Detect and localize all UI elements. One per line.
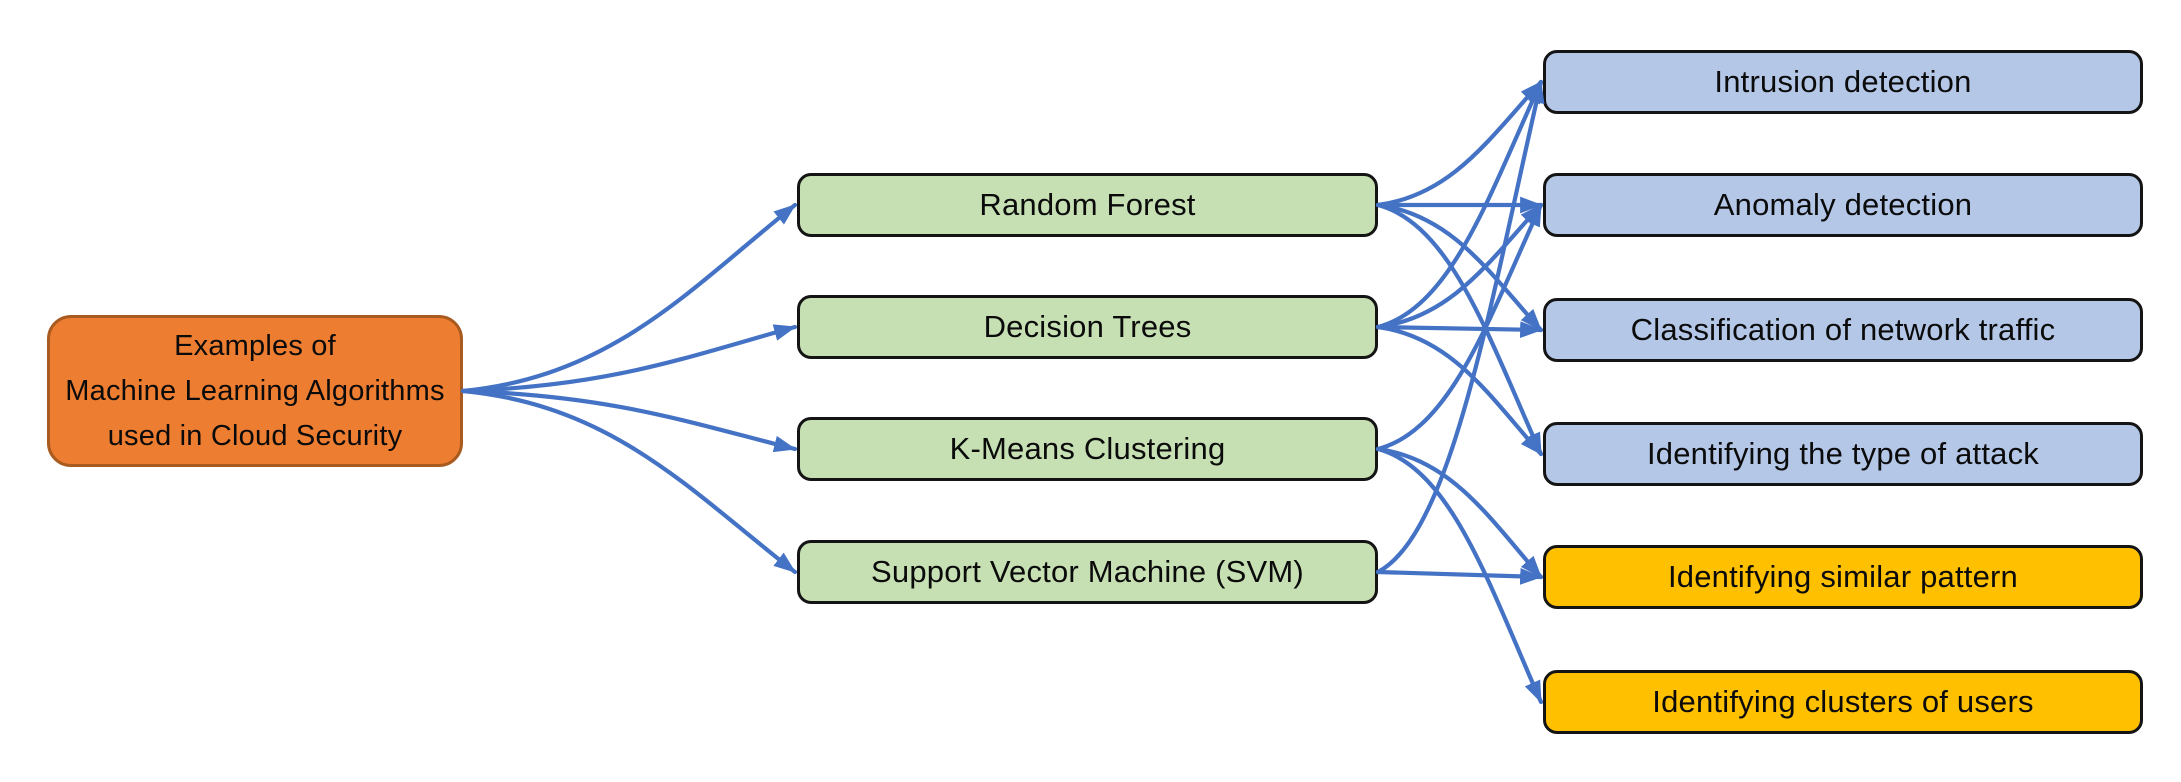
root-node-ml-algorithms: Examples of Machine Learning Algorithms … [47,315,463,467]
application-node-classification-network-traffic: Classification of network traffic [1543,298,2143,362]
application-label: Identifying the type of attack [1646,436,2040,471]
algorithm-node-svm: Support Vector Machine (SVM) [797,540,1378,604]
application-node-identifying-clusters-of-users: Identifying clusters of users [1543,670,2143,734]
algorithm-label: K-Means Clustering [949,431,1226,466]
connector-arrow-km-to-icu [1375,446,1544,705]
connector-arrow-svm-to-isp [1375,567,1544,585]
connector-arrow-root-to-km [460,388,798,453]
root-node-line3: used in Cloud Security [107,419,403,452]
algorithm-node-kmeans-clustering: K-Means Clustering [797,417,1378,481]
connector-arrow-km-to-isp [1375,446,1544,580]
connector-arrow-rf-to-ita [1375,202,1544,457]
application-node-identifying-similar-pattern: Identifying similar pattern [1543,545,2143,609]
application-label: Intrusion detection [1714,64,1972,99]
connector-arrow-dt-to-id [1375,79,1544,330]
connector-arrow-root-to-rf [460,202,798,394]
algorithm-label: Support Vector Machine (SVM) [871,554,1304,589]
connector-arrow-dt-to-ad [1375,202,1544,330]
application-label: Anomaly detection [1713,187,1973,222]
algorithm-label: Decision Trees [983,309,1192,344]
connector-arrow-km-to-ad [1375,202,1544,452]
algorithm-node-random-forest: Random Forest [797,173,1378,237]
application-node-intrusion-detection: Intrusion detection [1543,50,2143,114]
connector-arrow-dt-to-ita [1375,324,1544,457]
application-label: Identifying similar pattern [1667,559,2018,594]
connector-arrow-rf-to-id [1375,79,1544,208]
connector-arrow-dt-to-cnt [1375,321,1544,339]
application-node-identifying-type-of-attack: Identifying the type of attack [1543,422,2143,486]
connector-arrow-root-to-dt [460,324,798,394]
algorithm-label: Random Forest [979,187,1196,222]
application-node-anomaly-detection: Anomaly detection [1543,173,2143,237]
algorithm-node-decision-trees: Decision Trees [797,295,1378,359]
application-label: Classification of network traffic [1630,312,2056,347]
connector-arrow-root-to-svm [460,388,798,575]
connector-arrow-rf-to-cnt [1375,202,1544,333]
root-node-line1: Examples of [174,329,336,362]
root-node-line2: Machine Learning Algorithms [65,374,445,407]
application-label: Identifying clusters of users [1652,684,2034,719]
connector-arrow-svm-to-id [1375,79,1545,575]
